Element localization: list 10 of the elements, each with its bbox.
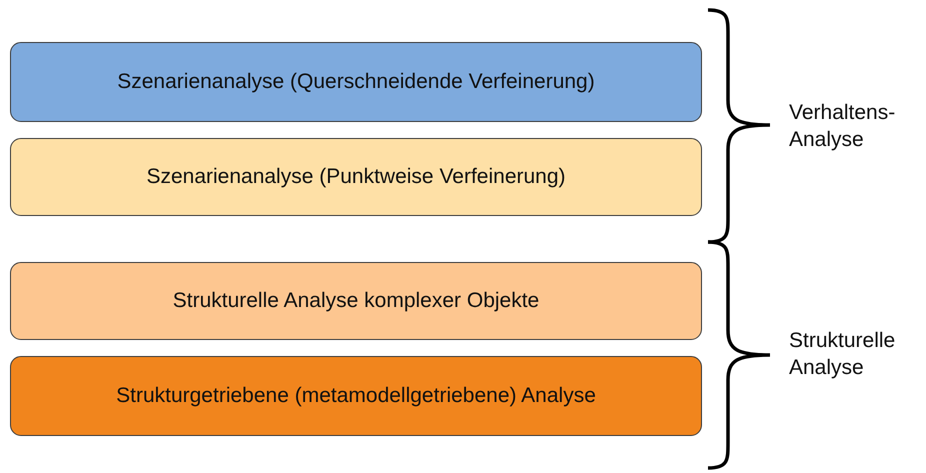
box-label: Strukturgetriebene (metamodellgetriebene) Analyse — [116, 384, 596, 408]
bracket-label: Verhaltens- Analyse — [789, 100, 896, 153]
process-box — [10, 138, 702, 216]
box-label: Szenarienanalyse (Punktweise Verfeinerung) — [146, 165, 566, 189]
process-box — [10, 42, 702, 122]
box-label: Strukturelle Analyse komplexer Objekte — [172, 289, 540, 313]
process-box — [10, 356, 702, 436]
bracket-label: Strukturelle Analyse — [789, 328, 896, 381]
box-label: Szenarienanalyse (Querschneidende Verfeinerung) — [117, 70, 595, 94]
process-box — [10, 262, 702, 340]
